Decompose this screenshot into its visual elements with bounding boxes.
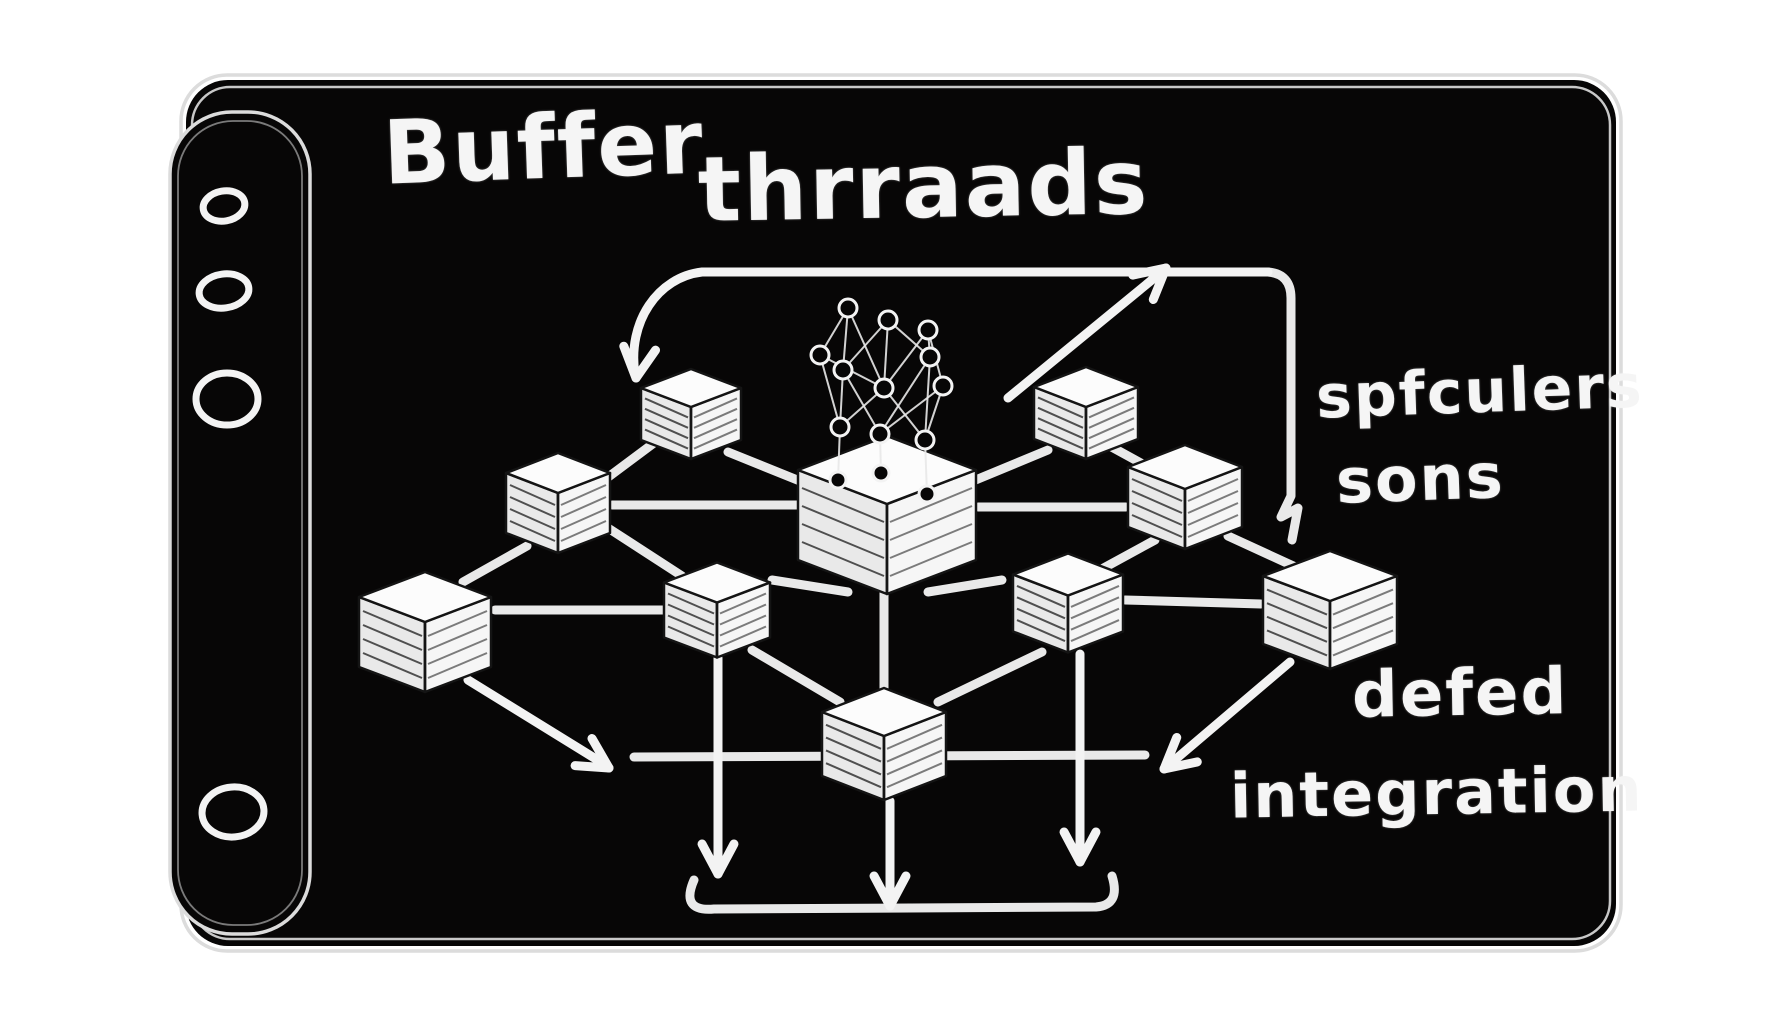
network-doodle	[809, 297, 954, 504]
arrows	[463, 263, 1295, 911]
label-buffer: Buffer	[381, 90, 707, 205]
label-defed: defed	[1351, 655, 1569, 733]
cube-bottom	[820, 686, 948, 802]
label-threads: thrraads	[697, 130, 1151, 243]
notebook-spine-strip-inner	[177, 120, 303, 926]
cube-far-right	[1261, 549, 1399, 671]
cube-center-left	[662, 561, 772, 659]
label-speculers: spfculers	[1314, 351, 1645, 433]
label-integration: integration	[1229, 752, 1645, 833]
cube-center-big	[796, 434, 978, 596]
cube-far-left	[357, 570, 493, 694]
spine-hole-2	[195, 270, 253, 312]
label-sons: sons	[1334, 439, 1506, 518]
spine-hole-4	[198, 783, 268, 841]
spine-hole-1	[199, 187, 249, 225]
cube-center-right	[1011, 552, 1125, 654]
cube-mid-right	[1126, 443, 1244, 551]
spine-hole-3	[192, 369, 262, 429]
notebook-spine-strip	[168, 110, 312, 936]
cube-top-left	[639, 367, 743, 461]
cube-mid-left	[504, 451, 612, 555]
cube-top-right	[1032, 365, 1140, 461]
